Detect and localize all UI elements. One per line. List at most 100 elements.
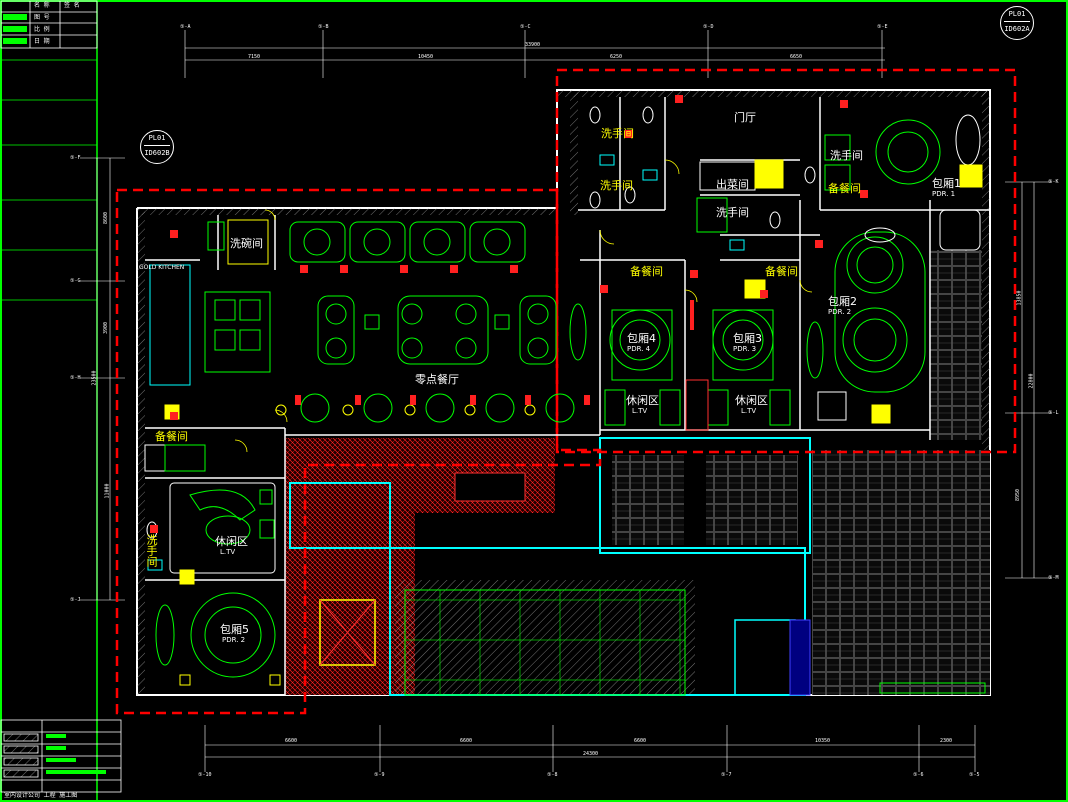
- room-label-private-room3-sub: PDR. 3: [733, 345, 757, 353]
- top-dim-2: 10450: [418, 54, 434, 60]
- top-dim-1: 7150: [248, 54, 261, 60]
- top-dim-4: 6650: [790, 54, 803, 60]
- axis-left-3: ⑤-H: [70, 375, 81, 381]
- axis-top-2: ⑤-B: [318, 24, 329, 30]
- axis-bottom-5: ⑤-6: [913, 772, 924, 778]
- room-label-washroom-mid-left: 洗手间: [600, 179, 633, 192]
- kitchen-equipment: [149, 219, 271, 386]
- bottom-dim-2: 6600: [460, 738, 473, 744]
- room-label-service-left: 备餐间: [630, 265, 663, 278]
- axis-top-1: ⑤-A: [180, 24, 191, 30]
- room-label-private-room4-sub: PDR. 4: [627, 345, 651, 353]
- title-block-header-sign: 签 名: [64, 2, 80, 9]
- axis-left-4: ⑤-J: [70, 597, 81, 603]
- title-block-row-1: 图 号: [34, 14, 50, 21]
- right-dim-2: 8950: [1015, 488, 1022, 502]
- legend-block: [0, 719, 122, 793]
- room-label-lounge-left-sub: L.TV: [632, 407, 648, 415]
- section-tag-right-top: PL01: [1008, 10, 1026, 18]
- zone-boundary-left: [115, 188, 602, 715]
- section-tag-right-bottom: ID602A: [1004, 25, 1030, 33]
- room-label-foyer: 门厅: [734, 111, 756, 124]
- title-block-header-name: 名 称: [34, 2, 50, 9]
- room-label-private-room3: 包厢3: [733, 332, 762, 345]
- room-label-washroom-lower-left: 洗手间: [145, 534, 158, 567]
- axis-top-5: ⑤-E: [877, 24, 888, 30]
- round-table-icon: [806, 231, 926, 424]
- title-block: [0, 0, 98, 301]
- section-tag-right[interactable]: PL01 ID602A: [1000, 6, 1034, 40]
- interior-walls: [145, 97, 990, 695]
- axis-top-4: ⑤-D: [703, 24, 714, 30]
- main-hall-furniture: [144, 106, 983, 686]
- booth-row: [289, 221, 526, 263]
- left-dim-3: 11000: [104, 483, 111, 499]
- axis-top-3: ⑤-C: [520, 24, 531, 30]
- axis-bottom-6: ⑤-5: [969, 772, 980, 778]
- bottom-dimension-line: [204, 725, 976, 772]
- bottom-total-dim: 24300: [583, 751, 599, 757]
- kitchen-label-en: GOLD KITCHEN: [139, 264, 185, 271]
- title-block-row-3: 日 期: [34, 38, 50, 45]
- room-label-private-room5-sub: PDR. 2: [222, 636, 246, 644]
- axis-bottom-3: ⑤-8: [547, 772, 558, 778]
- left-dim-2: 3900: [103, 321, 110, 335]
- round-table-icon: [604, 309, 791, 431]
- room-label-lounge-left: 休闲区: [626, 394, 659, 407]
- top-dim-3: 6250: [610, 54, 623, 60]
- zone-boundary-right: [555, 68, 1017, 454]
- room-label-lounge-right-sub: L.TV: [741, 407, 757, 415]
- left-dim-1: 8600: [103, 211, 110, 225]
- room-label-private-room1-sub: PDR. 1: [932, 190, 956, 198]
- left-total-dim: 23500: [91, 370, 98, 386]
- top-total-dim: 33900: [525, 42, 541, 48]
- room-label-private-room1: 包厢1: [932, 177, 961, 190]
- room-label-washroom-top-left: 洗手间: [601, 127, 634, 140]
- axis-left-1: ⑤-F: [70, 155, 81, 161]
- section-tag-left[interactable]: PL01 ID602B: [140, 130, 174, 164]
- room-label-washroom-right: 洗手间: [830, 149, 863, 162]
- room-label-main-hall: 零点餐厅: [415, 373, 459, 386]
- room-label-distribution: 出菜间: [716, 178, 749, 191]
- room-label-lounge-5: 休闲区: [215, 535, 248, 548]
- room-label-private-room2-sub: PDR. 2: [828, 308, 852, 316]
- footer-note: 室内设计公司 工程 施工图: [4, 792, 78, 799]
- door-swing-icon: [234, 159, 813, 453]
- room-label-prep-right: 备餐间: [828, 182, 861, 195]
- bottom-dim-5: 2300: [940, 738, 953, 744]
- section-tag-left-top: PL01: [148, 134, 166, 142]
- sink-icon: [147, 154, 745, 571]
- courtyard-area: [285, 250, 990, 696]
- axis-right-2: ⑤-L: [1048, 410, 1059, 416]
- right-dimension-line: [1005, 181, 1052, 579]
- room-label-private-room2: 包厢2: [828, 295, 857, 308]
- foyer-elements: [696, 134, 896, 299]
- room-label-private-room4: 包厢4: [627, 332, 656, 345]
- right-total-dim: 22800: [1028, 373, 1035, 389]
- sofa-icon: [169, 482, 276, 574]
- round-table-icon: [155, 592, 281, 686]
- room-label-washroom-center: 洗手间: [716, 206, 749, 219]
- room-label-lounge-5-sub: L.TV: [220, 548, 236, 556]
- wall-hatching: [137, 90, 990, 695]
- axis-right-3: ⑤-M: [1048, 575, 1059, 581]
- top-dimension-line: [184, 30, 885, 78]
- room-label-prep-center: 备餐间: [765, 265, 798, 278]
- bottom-dim-3: 6600: [634, 738, 647, 744]
- axis-bottom-2: ⑤-9: [374, 772, 385, 778]
- square-table-icon: [317, 295, 587, 365]
- axis-bottom-1: ⑤-10: [198, 772, 212, 778]
- axis-left-2: ⑤-G: [70, 278, 81, 284]
- right-dim-1: 13850: [1016, 290, 1023, 306]
- axis-bottom-4: ⑤-7: [721, 772, 732, 778]
- room-label-dishwash: 洗碗间: [230, 237, 263, 250]
- title-block-row-2: 比 例: [34, 26, 50, 33]
- room-label-service-lower-left: 备餐间: [155, 430, 188, 443]
- bottom-dim-1: 6600: [285, 738, 298, 744]
- annotation-marks: [150, 95, 868, 533]
- room-label-lounge-right: 休闲区: [735, 394, 768, 407]
- section-tag-left-bottom: ID602B: [144, 149, 170, 157]
- bottom-dim-4: 10350: [815, 738, 831, 744]
